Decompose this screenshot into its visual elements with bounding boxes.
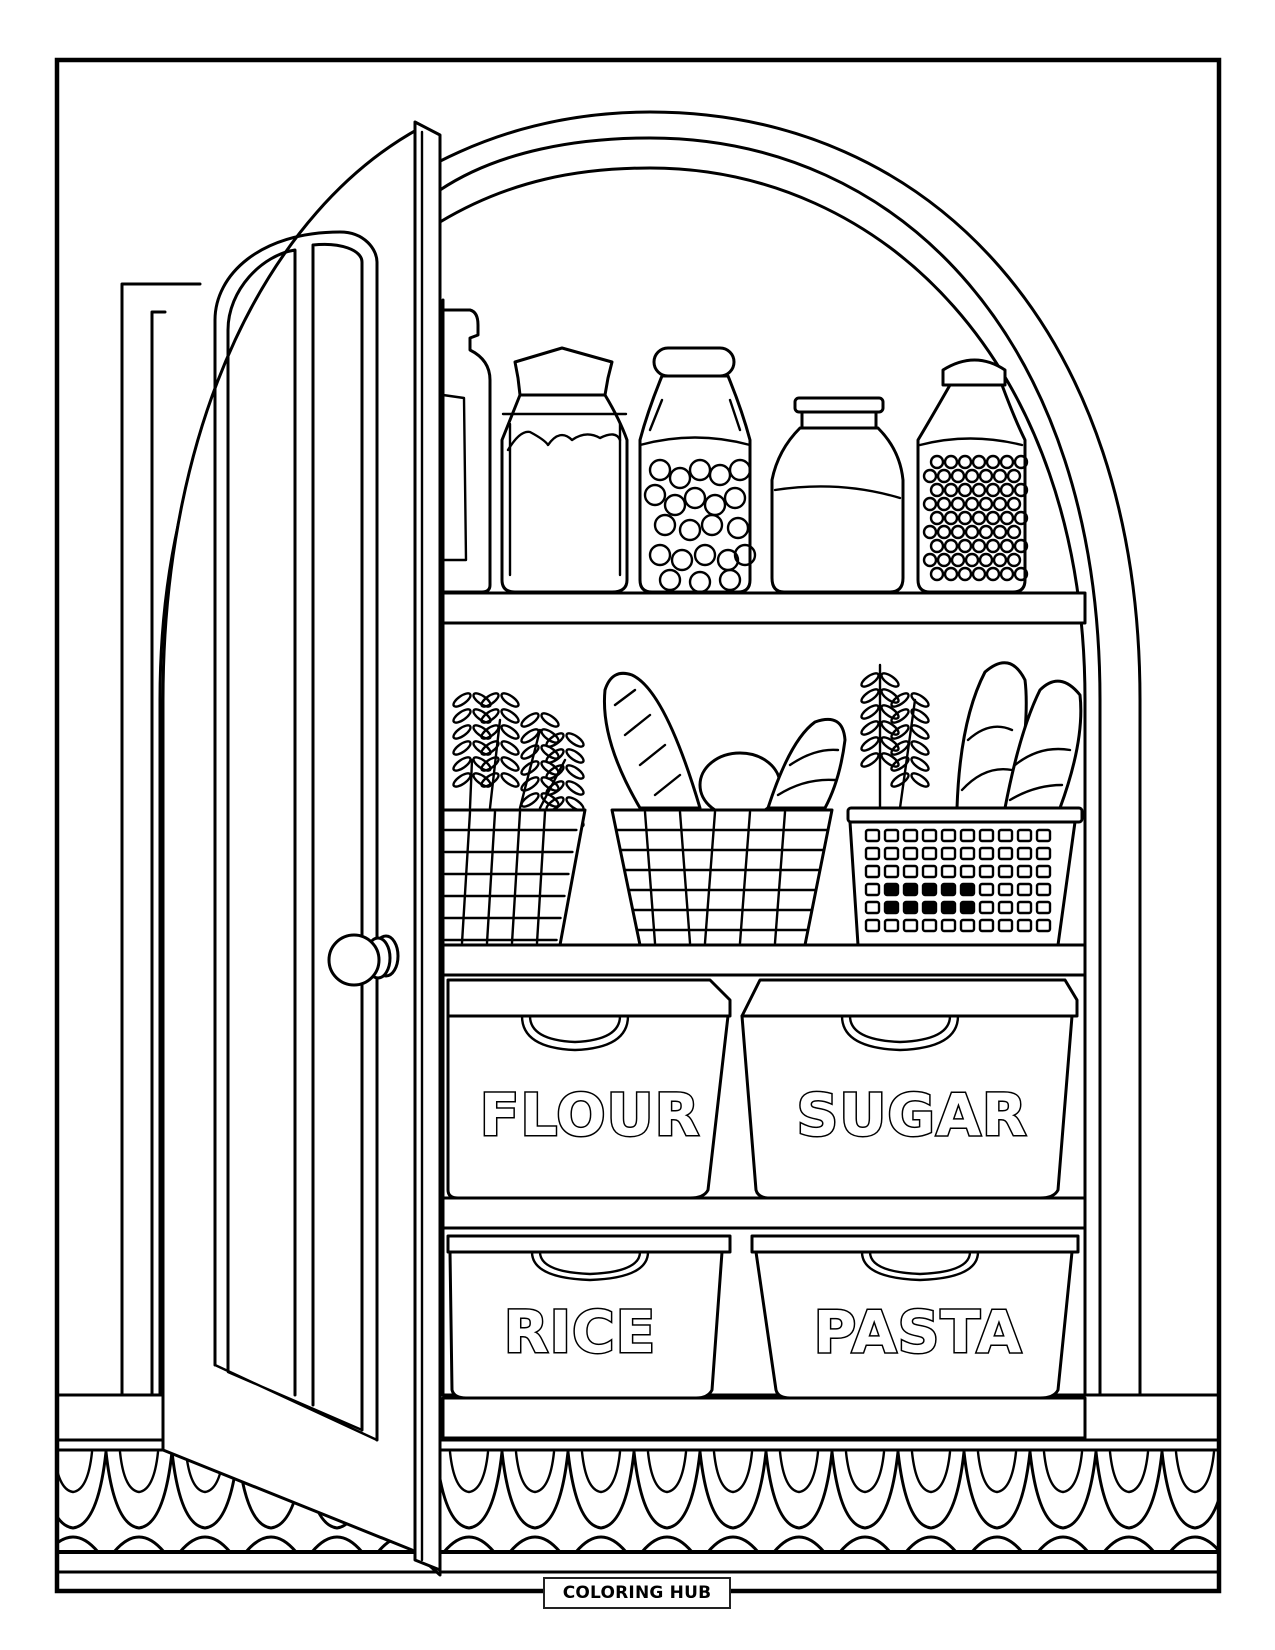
shelves <box>441 591 1087 1440</box>
basket-bread <box>610 808 834 947</box>
jar-beans <box>638 346 757 594</box>
jar-flour <box>500 346 629 594</box>
baguettes <box>955 661 1083 810</box>
cupboard-door <box>161 120 442 1577</box>
bin-label-sugar: SUGAR <box>796 1081 1027 1149</box>
brand-label: COLORING HUB <box>562 1583 712 1603</box>
bin-pasta: PASTA <box>750 1234 1080 1400</box>
bin-rice: RICE <box>446 1234 732 1400</box>
bin-label-rice: RICE <box>504 1298 656 1366</box>
jar-sugar <box>770 396 905 594</box>
door-knob <box>327 933 400 987</box>
floor-rails <box>57 1550 1219 1574</box>
basket-herbs <box>441 808 587 947</box>
bin-label-flour: FLOUR <box>480 1081 701 1149</box>
bread-basket-contents <box>602 671 847 819</box>
bin-label-pasta: PASTA <box>814 1298 1023 1366</box>
herbs-right <box>860 663 930 810</box>
jar-tall-bottle <box>441 308 492 594</box>
bin-sugar: SUGAR <box>740 978 1079 1200</box>
brand-badge: COLORING HUB <box>543 1577 731 1609</box>
jar-grains <box>916 358 1029 594</box>
herbs-left <box>452 692 585 828</box>
basket-dotted <box>846 806 1084 947</box>
bin-flour: FLOUR <box>446 978 732 1200</box>
